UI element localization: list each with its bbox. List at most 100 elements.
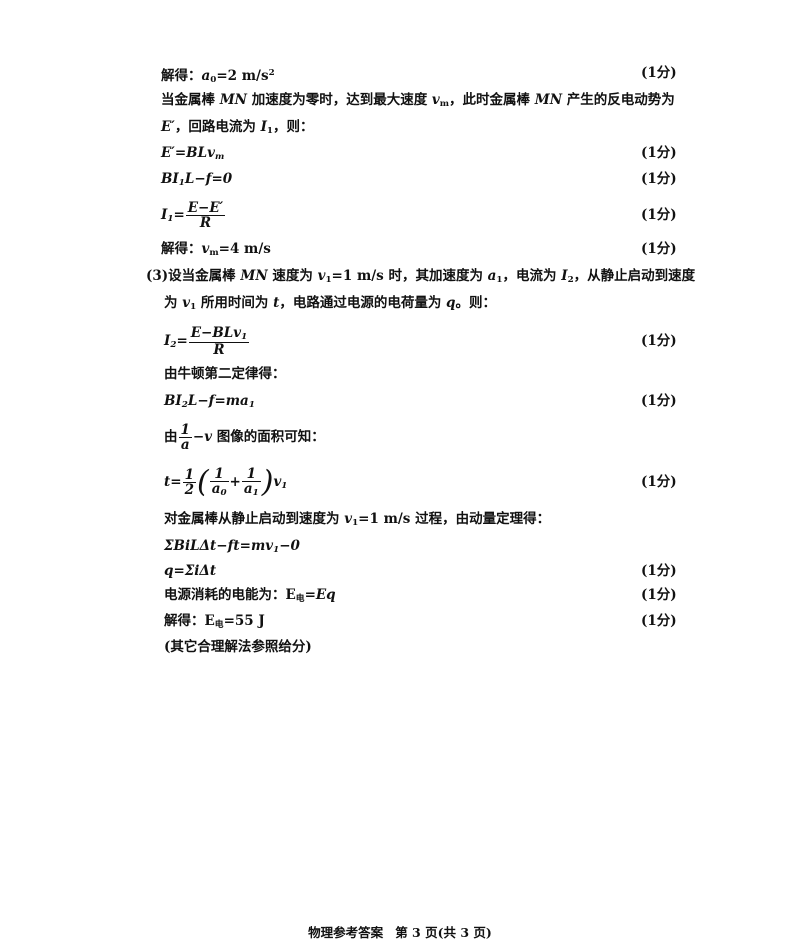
equation-line: I1=E−E′R (1分) (0, 198, 800, 232)
equation: t= (164, 474, 182, 490)
text: ，从静止启动到速度 (573, 268, 696, 284)
numerator: E−E′ (185, 199, 226, 216)
subscript: m (214, 152, 225, 163)
symbol-v: v (233, 324, 242, 341)
symbol-v: v (431, 92, 440, 108)
equation-line: 电源消耗的电能为：E电=Eq (1分) (0, 584, 800, 606)
page-footer: 物理参考答案第 3 页(共 3 页) (0, 922, 800, 941)
text: 所用时间为 (196, 295, 274, 311)
equation: −0 (279, 538, 300, 554)
denominator-text: a (211, 480, 221, 497)
paragraph-line: 为 v1 所用时间为 t，电路通过电源的电荷量为 q。则： (0, 292, 800, 314)
numerator: 1 (182, 466, 196, 483)
paragraph-line: 当金属棒 MN 加速度为零时，达到最大速度 vm，此时金属棒 MN 产生的反电动… (0, 89, 800, 111)
text: 加速度为零时，达到最大速度 (247, 92, 432, 108)
solution-line-vm: 解得：vm=4 m/s (1分) (0, 238, 800, 260)
subscript: 2 (181, 400, 188, 411)
text: 由 (164, 429, 178, 445)
subscript: 1 (281, 481, 288, 492)
symbol-i: I (561, 268, 568, 284)
equation: BI (164, 393, 182, 409)
fraction: E−E′R (185, 199, 226, 230)
symbol-mn: MN (534, 92, 563, 108)
paragraph-line: 对金属棒从静止启动到速度为 v1=1 m/s 过程，由动量定理得： (0, 508, 800, 530)
symbol-i: I (260, 119, 267, 135)
paragraph-line: (3)设当金属棒 MN 速度为 v1=1 m/s 时，其加速度为 a1，电流为 … (0, 265, 800, 287)
subscript: 1 (273, 545, 280, 556)
symbol-i: I (164, 333, 171, 349)
score-mark: (1分) (641, 207, 677, 223)
text: ，电路通过电源的电荷量为 (279, 295, 447, 311)
numerator: E−BLv1 (188, 324, 250, 344)
equation: =Eq (304, 587, 336, 603)
symbol-a: a (201, 67, 211, 84)
symbol-v: v (344, 511, 353, 527)
equation: ΣBiLΔt−ft=mv (164, 538, 274, 554)
symbol-v: v (201, 241, 210, 257)
text: ，电流为 (502, 268, 562, 284)
text: − (192, 429, 205, 445)
score-mark: (1分) (641, 145, 677, 161)
symbol-q: q (446, 295, 456, 311)
value-text: =4 m/s (218, 241, 271, 257)
plus: + (229, 474, 241, 490)
symbol-i: I (161, 207, 168, 223)
denominator: a (180, 437, 190, 453)
left-paren: ( (196, 464, 209, 500)
equation-line: ΣBiLΔt−ft=mv1−0 (0, 535, 800, 557)
page-number: 第 3 页(共 3 页) (395, 925, 492, 940)
score-mark: (1分) (641, 171, 677, 187)
numerator: 1 (178, 421, 192, 438)
score-mark: (1分) (641, 587, 677, 603)
subscript: 1 (248, 400, 255, 411)
symbol-v: v (182, 295, 191, 311)
value-text: =2 m/s (216, 67, 269, 84)
text: =1 m/s 时，其加速度为 (331, 268, 488, 284)
score-mark: (1分) (641, 393, 677, 409)
subscript: 1 (496, 275, 503, 286)
text: 。则： (455, 295, 496, 311)
subscript: 1 (178, 178, 185, 189)
score-mark: (1分) (641, 474, 677, 490)
equation-line: q=ΣiΔt (1分) (0, 560, 800, 582)
numerator: 1 (209, 467, 229, 482)
subscript: 1 (325, 275, 332, 286)
denominator: a0 (210, 482, 229, 498)
equation-line: E′=BLvm (1分) (0, 142, 800, 164)
text: 由牛顿第二定律得： (164, 366, 286, 382)
subscript: 2 (567, 275, 574, 286)
equation: L−f=0 (184, 171, 233, 187)
superscript: 2 (268, 68, 275, 78)
text: 速度为 (267, 268, 318, 284)
right-paren: ) (261, 464, 274, 500)
solution-line-a0: 解得：a0=2 m/s2 (1分) (0, 62, 800, 85)
subscript: 0 (220, 488, 227, 499)
paragraph-line: 由牛顿第二定律得： (0, 363, 800, 385)
symbol-mn: MN (240, 268, 268, 284)
subscript: 电 (295, 594, 305, 605)
text: =1 m/s 过程，由动量定理得： (358, 511, 551, 527)
score-mark: (1分) (641, 613, 677, 629)
subscript: 1 (266, 126, 273, 137)
subscript: 1 (190, 302, 197, 313)
equals: = (176, 333, 188, 349)
value-text: =55 J (223, 613, 265, 629)
text: 产生的反电动势为 (562, 92, 675, 108)
denominator: 2 (184, 482, 194, 498)
subscript: 1 (167, 214, 174, 225)
equation-line: BI1L−f=0 (1分) (0, 168, 800, 190)
subscript: 2 (170, 340, 177, 351)
denominator-text: a (243, 480, 253, 497)
subscript: 电 (214, 620, 224, 631)
subscript: 1 (241, 331, 248, 342)
footer-title: 物理参考答案 (308, 925, 384, 940)
symbol-v: v (207, 145, 215, 161)
note-line: (其它合理解法参照给分) (0, 636, 800, 658)
